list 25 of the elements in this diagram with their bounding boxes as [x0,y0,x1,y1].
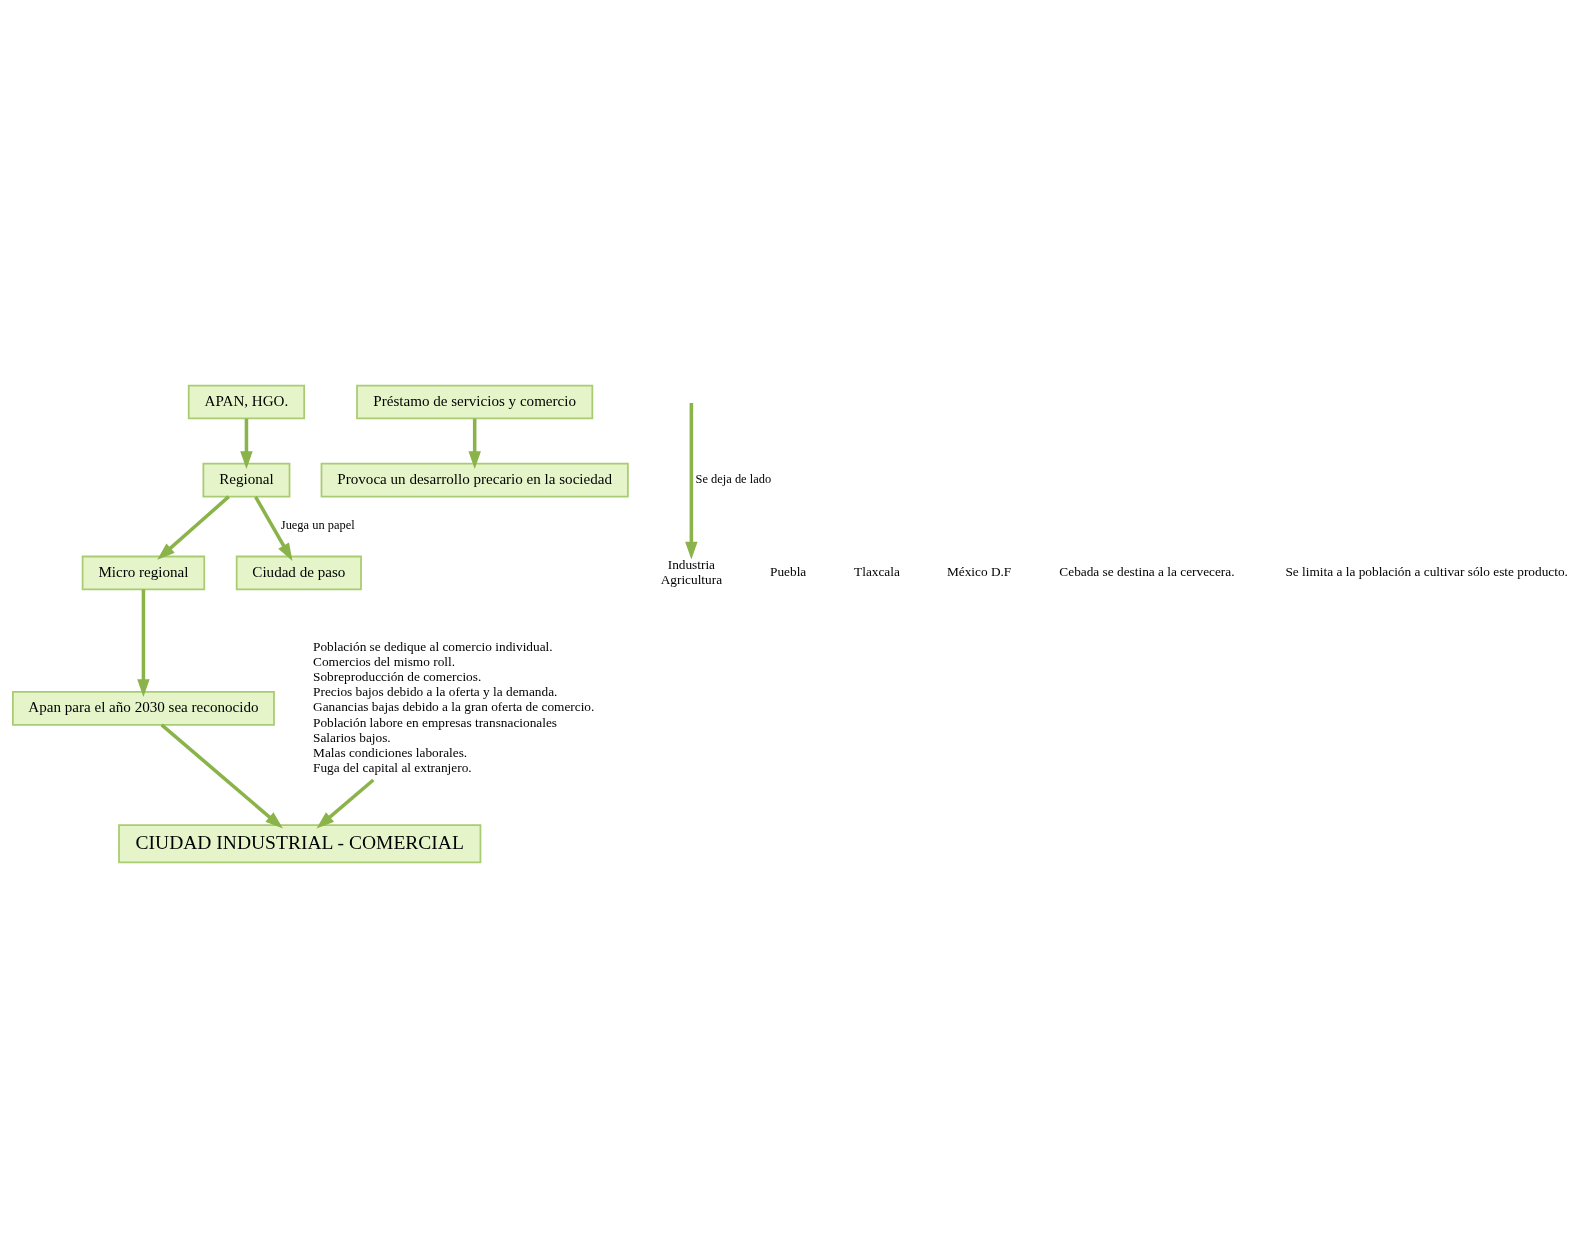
arrow [316,778,375,829]
label: Tlaxcala [854,563,900,579]
edge-label: Juega un papel [280,517,355,532]
arrow [240,418,253,469]
node-box: Regional [202,462,291,497]
arrow [685,402,698,559]
node-box: Préstamo de servicios y comercio [356,384,594,419]
node-text: Industria Agricultura [660,556,723,587]
label: México D.F [946,563,1012,579]
node-box: Apan para el año 2030 sea reconocido [12,690,275,726]
arrow [157,494,230,560]
node-text: Población se dedique al comercio individual. Comercios del mismo roll. Sobreproducción de comercios. Precios bajos debido a la oferta y la demanda. Ganancias bajas debido a la gran oferta de comercio. Población labore en empresas transnacionales Salarios bajos. Malas condiciones laborales. Fuga del capital al extranjero. [313,638,595,775]
arrow [468,418,481,469]
label: Se limita a la población a cultivar sólo este producto. [1285,563,1568,579]
node-box: Micro regional [81,555,206,590]
label: Cebada se destina a la cervecera. [1059,563,1235,579]
arrow [254,495,293,561]
node-box: CIUDAD INDUSTRIAL - COMERCIAL [118,823,482,863]
label: Puebla [770,563,807,579]
edge-label: Se deja de lado [695,471,772,486]
arrow [160,723,283,829]
node-box: Provoca un desarrollo precario en la sociedad [320,462,629,497]
arrow [137,588,150,697]
node-box: Ciudad de paso [235,555,362,590]
node-box: APAN, HGO. [187,384,306,419]
